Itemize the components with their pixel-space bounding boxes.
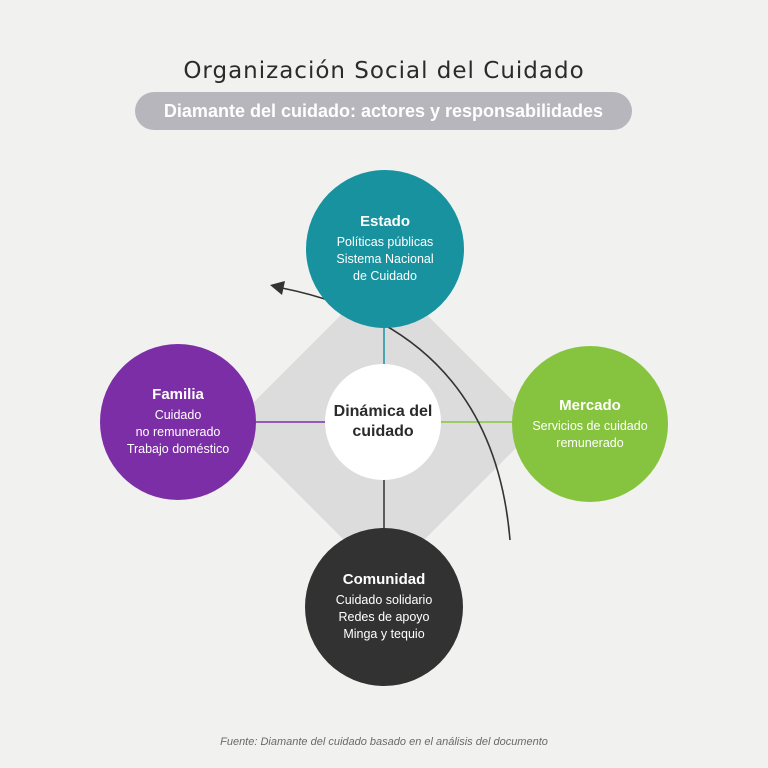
node-estado: Estado Políticas públicas Sistema Nacion… bbox=[306, 170, 464, 328]
node-mercado: Mercado Servicios de cuidado remunerado bbox=[512, 346, 668, 502]
node-familia-line: Cuidado bbox=[154, 408, 202, 422]
node-comunidad-line: Redes de apoyo bbox=[338, 610, 430, 624]
node-comunidad-line: Cuidado solidario bbox=[335, 593, 433, 607]
node-comunidad-name: Comunidad bbox=[342, 571, 426, 588]
node-comunidad-line: Minga y tequio bbox=[343, 627, 425, 641]
cycle-arrowhead-icon bbox=[270, 281, 285, 295]
source-note: Fuente: Diamante del cuidado basado en e… bbox=[220, 736, 548, 748]
node-estado-line: Políticas públicas bbox=[336, 235, 434, 249]
node-mercado-name: Mercado bbox=[559, 396, 621, 414]
node-estado-name: Estado bbox=[359, 213, 410, 230]
node-comunidad: Comunidad Cuidado solidario Redes de apo… bbox=[305, 528, 463, 686]
node-estado-line: de Cuidado bbox=[353, 269, 417, 283]
node-estado-line: Sistema Nacional bbox=[336, 252, 434, 266]
node-familia-line: Trabajo doméstico bbox=[126, 442, 230, 456]
node-familia: Familia Cuidado no remunerado Trabajo do… bbox=[100, 344, 256, 500]
node-familia-name: Familia bbox=[152, 386, 204, 403]
node-mercado-line: Servicios de cuidado bbox=[532, 418, 648, 433]
subtitle-banner: Diamante del cuidado: actores y responsa… bbox=[135, 92, 632, 130]
center-label: Dinámica del cuidado bbox=[333, 403, 433, 440]
subtitle-text: Diamante del cuidado: actores y responsa… bbox=[163, 100, 604, 121]
node-mercado-line: remunerado bbox=[556, 435, 624, 450]
node-familia-line: no remunerado bbox=[135, 425, 221, 439]
center-circle: Dinámica del cuidado bbox=[325, 364, 441, 480]
page-title: Organización Social del Cuidado bbox=[183, 58, 585, 84]
